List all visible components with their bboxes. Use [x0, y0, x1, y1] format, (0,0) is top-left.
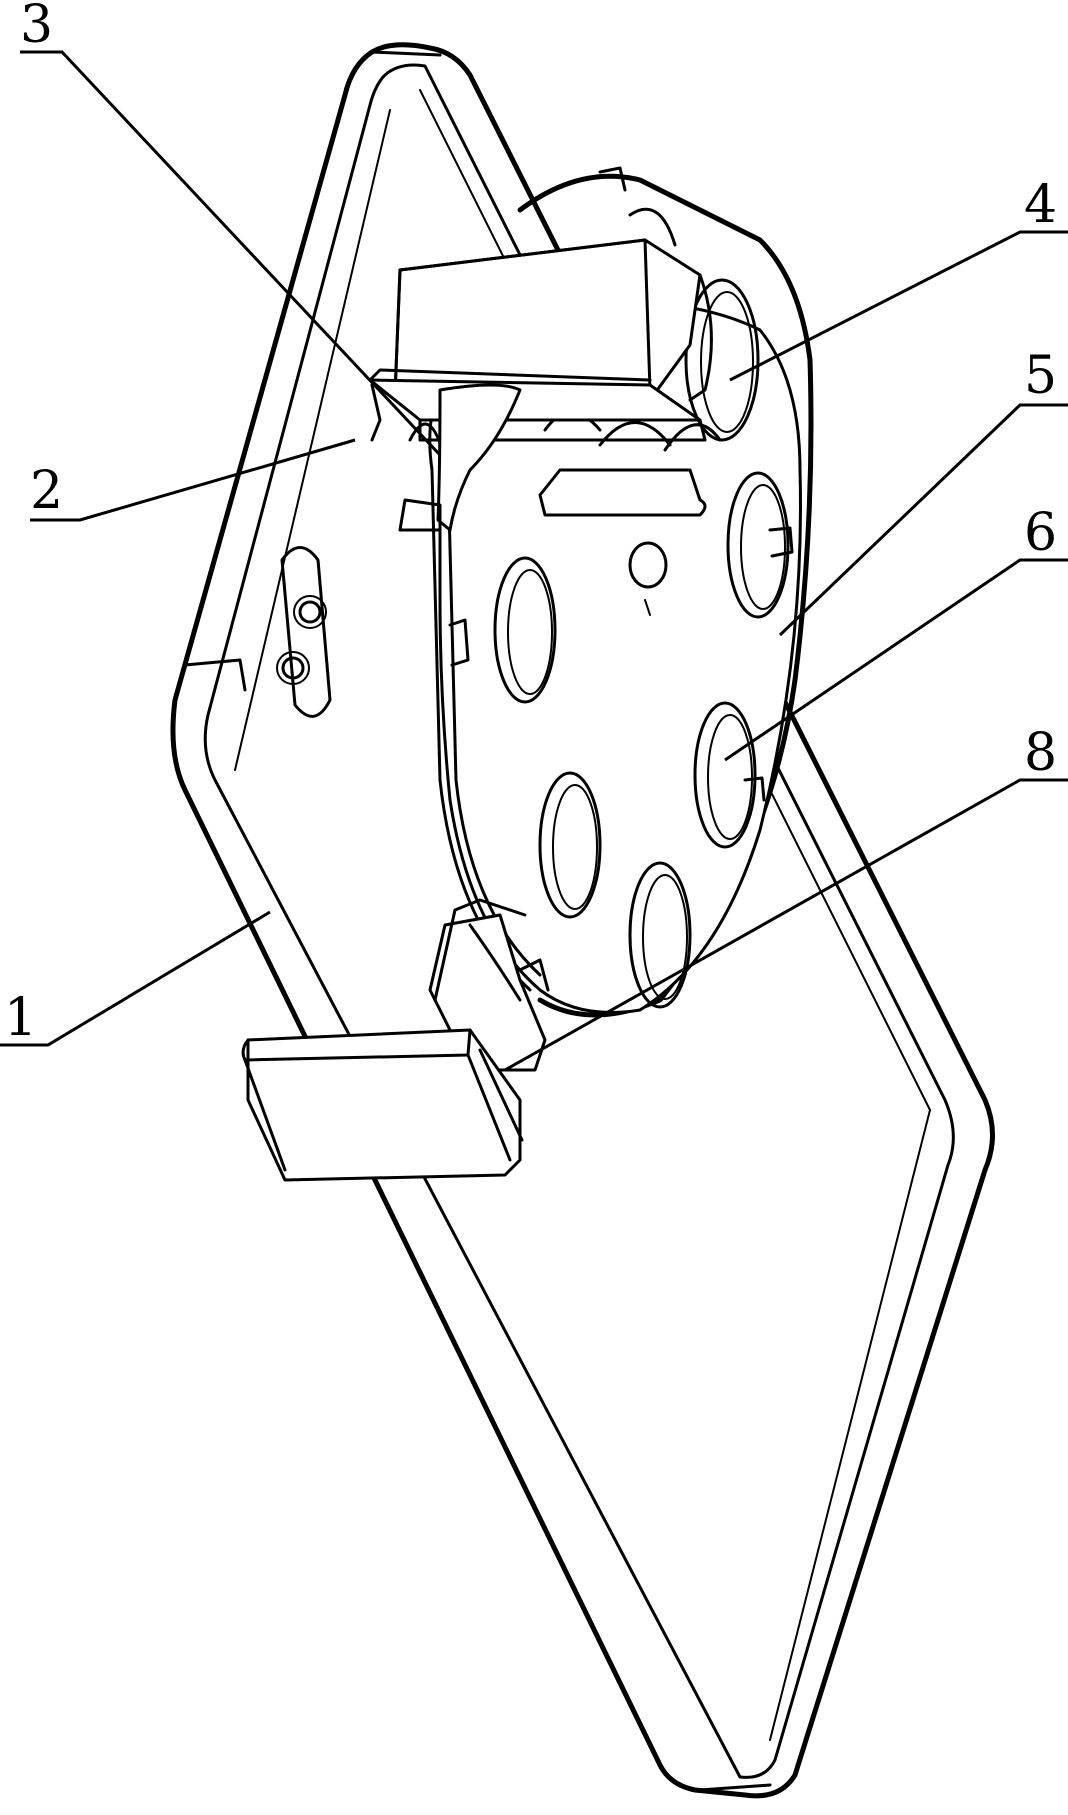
leader-lines	[0, 50, 1068, 1072]
handle	[241, 898, 547, 1182]
callout-8: 8	[1024, 723, 1057, 783]
callout-2: 2	[30, 461, 63, 521]
rotating-disk	[408, 166, 814, 1018]
disk-holes	[408, 207, 790, 1009]
leader-1	[0, 910, 271, 1047]
leader-4	[729, 230, 1068, 382]
callout-labels: 1 2 3 4 5 6 8	[4, 0, 1057, 1048]
leader-6	[724, 558, 1068, 762]
callout-6: 6	[1024, 503, 1057, 563]
callout-1: 1	[4, 988, 37, 1048]
callout-3: 3	[20, 0, 53, 55]
leader-5	[778, 403, 1068, 637]
callout-4: 4	[1024, 175, 1057, 235]
leader-3	[20, 50, 442, 457]
leader-8	[504, 778, 1068, 1072]
top-block	[368, 238, 713, 532]
leader-2	[30, 438, 356, 522]
callout-5: 5	[1024, 346, 1057, 406]
